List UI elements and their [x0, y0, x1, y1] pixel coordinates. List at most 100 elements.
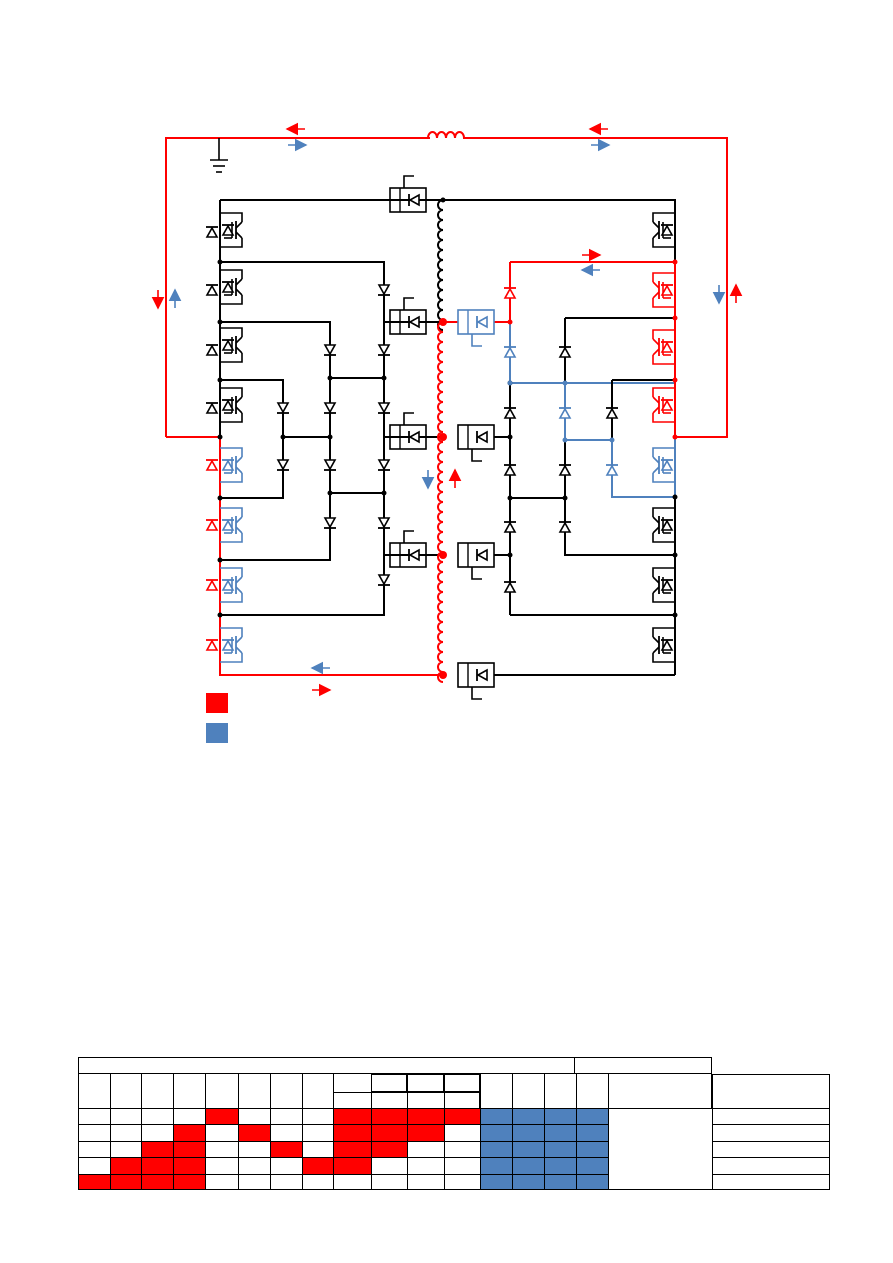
legend-red-swatch: [206, 693, 228, 713]
table-cell: [444, 1108, 480, 1124]
junction-node: [327, 375, 333, 381]
table-cell: [238, 1141, 270, 1157]
diode: [558, 407, 572, 419]
diode: [476, 315, 488, 329]
table-cell: [512, 1141, 544, 1157]
table-cell: [407, 1174, 444, 1190]
junction-node: [672, 315, 678, 321]
junction-node: [217, 259, 223, 265]
table-cell: [205, 1108, 238, 1124]
table-cell: [371, 1124, 407, 1141]
diode: [408, 315, 420, 329]
igbt-switch: [389, 175, 427, 213]
igbt-switch: [457, 662, 495, 700]
igbt-switch: [652, 265, 676, 315]
junction-node: [562, 495, 568, 501]
table-cell: [110, 1141, 141, 1157]
diode: [205, 402, 219, 414]
table-cell: [407, 1124, 444, 1141]
junction-node: [217, 495, 223, 501]
table-cell: [544, 1174, 576, 1190]
diode: [660, 519, 674, 531]
igbt-switch: [652, 322, 676, 372]
table-col-header: [544, 1074, 576, 1108]
dc-link-wire: [165, 137, 430, 437]
diode: [503, 287, 517, 299]
diode: [408, 193, 420, 207]
table-cell: [302, 1141, 333, 1157]
igbt-switch: [457, 309, 495, 347]
table-cell: [110, 1174, 141, 1190]
table-cell: [173, 1174, 205, 1190]
ground-icon: [210, 138, 228, 173]
junction-node: [439, 318, 447, 326]
diode: [205, 579, 219, 591]
table-group-header-left: [78, 1057, 576, 1074]
wires: [165, 137, 728, 676]
table-cell: [333, 1174, 371, 1190]
diode: [558, 521, 572, 533]
table-cell: [238, 1157, 270, 1174]
table-cell: [78, 1174, 110, 1190]
diode: [221, 459, 235, 471]
junction-node: [217, 557, 223, 563]
clamp-wire: [220, 379, 284, 499]
junction-node: [439, 551, 447, 559]
table-cell: [270, 1124, 302, 1141]
clamp-wire: [220, 321, 331, 561]
diode: [377, 517, 391, 529]
table-cell: [78, 1141, 110, 1157]
clamp-wire: [220, 261, 385, 616]
igbt-switch: [219, 500, 243, 550]
diode: [276, 459, 290, 471]
diode: [408, 548, 420, 562]
igbt-switch: [652, 380, 676, 430]
junction-node: [217, 319, 223, 325]
transformer-winding: [437, 199, 444, 683]
junction-node: [327, 434, 333, 440]
diode: [408, 430, 420, 444]
table-cell: [302, 1108, 333, 1124]
junction-node: [507, 319, 513, 325]
table-col-header: [444, 1074, 480, 1092]
junction-node: [439, 671, 447, 679]
table-cell: [238, 1108, 270, 1124]
igbt-switch: [219, 262, 243, 312]
diode: [503, 407, 517, 419]
table-col-header: [270, 1074, 302, 1108]
igbt-switch: [219, 320, 243, 370]
diode: [377, 344, 391, 356]
igbt-switch: [457, 542, 495, 580]
table-cell: [576, 1141, 608, 1157]
table-col-header: [78, 1074, 110, 1108]
junction-node: [672, 494, 678, 500]
diode: [503, 346, 517, 358]
junction-node: [672, 434, 678, 440]
diode: [476, 430, 488, 444]
table-cell: [302, 1174, 333, 1190]
table-cell: [238, 1174, 270, 1190]
table-cell: [407, 1157, 444, 1174]
igbt-switch: [389, 297, 427, 335]
inductor: [427, 131, 465, 139]
table-cell: [141, 1124, 173, 1141]
junction-nodes: [217, 197, 678, 679]
table-row-label: [712, 1108, 830, 1124]
igbt-switch: [389, 412, 427, 450]
table-cell: [270, 1174, 302, 1190]
diode: [205, 226, 219, 238]
table-cell: [371, 1108, 407, 1124]
table-cell: [544, 1124, 576, 1141]
junction-node: [672, 377, 678, 383]
diode: [503, 521, 517, 533]
legend-blue-swatch: [206, 723, 228, 743]
table-cell: [444, 1124, 480, 1141]
table-cell: [444, 1174, 480, 1190]
diode: [205, 639, 219, 651]
table-cell: [544, 1108, 576, 1124]
diode: [377, 574, 391, 586]
table-cell: [205, 1174, 238, 1190]
igbt-switch: [652, 620, 676, 670]
diode: [221, 639, 235, 651]
diode: [323, 402, 337, 414]
